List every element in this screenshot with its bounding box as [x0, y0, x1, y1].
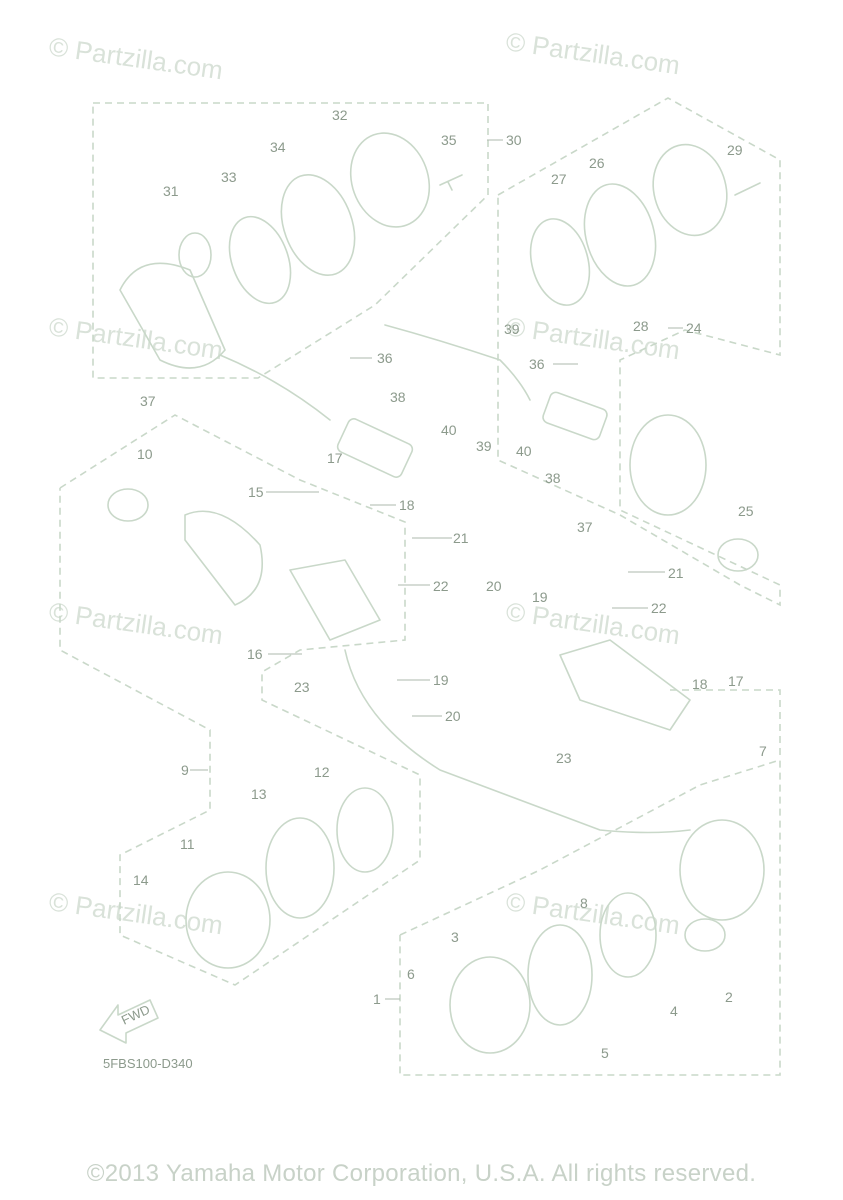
callout: 33 [221, 169, 237, 185]
watermark: © Partzilla.com [47, 886, 225, 940]
rim-28-shape [583, 183, 657, 287]
assembly-24-outline [497, 97, 781, 607]
callout: 23 [294, 679, 310, 695]
callout: 39 [504, 321, 520, 337]
callout: 1 [373, 991, 381, 1007]
bracket-middle-shape [289, 559, 381, 641]
callout: 2 [725, 989, 733, 1005]
part-drawings [107, 132, 765, 1054]
bracket-right-shape [559, 639, 691, 731]
callout: 37 [577, 519, 593, 535]
callout: 16 [247, 646, 263, 662]
wiring-upper [219, 324, 531, 421]
assembly-23-right-outline [670, 689, 781, 760]
callout: 22 [651, 600, 667, 616]
callout: 40 [441, 422, 457, 438]
rim-13-shape [265, 817, 335, 919]
callout: 26 [589, 155, 605, 171]
lens-26-shape [652, 143, 728, 237]
assembly-outlines [59, 97, 781, 1076]
callout: 21 [453, 530, 469, 546]
fwd-arrow: FWD [99, 999, 159, 1044]
watermarks: © Partzilla.com © Partzilla.com © Partzi… [47, 26, 682, 940]
callout: 17 [728, 673, 744, 689]
callout: 13 [251, 786, 267, 802]
stay-38-left-shape [336, 418, 414, 478]
callout: 36 [377, 350, 393, 366]
callout: 19 [532, 589, 548, 605]
callout: 32 [332, 107, 348, 123]
watermark: © Partzilla.com [504, 26, 682, 80]
housing-left-shape [119, 262, 226, 369]
callout: 35 [441, 132, 457, 148]
callout: 29 [727, 142, 743, 158]
bulb-10-shape [107, 488, 149, 522]
callout: 12 [314, 764, 330, 780]
callout: 18 [399, 497, 415, 513]
callout: 3 [451, 929, 459, 945]
bulb-31-shape [178, 232, 212, 278]
drawing-code: 5FBS100-D340 [103, 1056, 193, 1071]
callout: 15 [248, 484, 264, 500]
callout: 37 [140, 393, 156, 409]
copyright-notice: ©2013 Yamaha Motor Corporation, U.S.A. A… [86, 1160, 757, 1187]
lens-11-shape [185, 871, 271, 969]
callout: 19 [433, 672, 449, 688]
gasket-12-shape [336, 787, 394, 873]
fwd-arrow-icon [99, 999, 159, 1044]
callout: 39 [476, 438, 492, 454]
gasket-4-shape [599, 892, 657, 978]
callout: 6 [407, 966, 415, 982]
stay-38-right-shape [542, 391, 608, 441]
screw-35-shape [439, 174, 463, 191]
callout: 38 [545, 470, 561, 486]
housing-right-shape [629, 414, 707, 516]
callout: 27 [551, 171, 567, 187]
callout: 36 [529, 356, 545, 372]
callout: 11 [180, 836, 195, 852]
rim-34-shape [280, 173, 356, 277]
callout: 25 [738, 503, 754, 519]
callout: 18 [692, 676, 708, 692]
callout: 30 [506, 132, 522, 148]
lens-32-shape [349, 132, 431, 228]
watermark: © Partzilla.com [47, 31, 225, 85]
housing-7-shape [679, 819, 765, 921]
callout: 8 [580, 895, 588, 911]
screw-29-shape [734, 182, 761, 196]
callouts: 1 2 3 4 5 6 7 8 9 10 11 12 13 14 15 16 1… [133, 107, 767, 1061]
callout: 20 [445, 708, 461, 724]
callout: 22 [433, 578, 449, 594]
gasket-33-shape [228, 215, 292, 305]
callout: 40 [516, 443, 532, 459]
callout: 10 [137, 446, 153, 462]
rim-5-shape [527, 924, 593, 1026]
watermark: © Partzilla.com [47, 596, 225, 650]
bulb-25-shape [717, 538, 759, 572]
callout: 9 [181, 762, 189, 778]
callout: 17 [327, 450, 343, 466]
wiring-lower [344, 649, 691, 834]
callout: 4 [670, 1003, 678, 1019]
callout: 34 [270, 139, 286, 155]
callout: 23 [556, 750, 572, 766]
callout: 28 [633, 318, 649, 334]
bulb-2-shape [684, 918, 726, 952]
callout: 5 [601, 1045, 609, 1061]
callout: 14 [133, 872, 149, 888]
gasket-27-shape [529, 218, 591, 306]
callout: 20 [486, 578, 502, 594]
leader-lines [190, 139, 683, 1000]
callout: 31 [163, 183, 179, 199]
callout: 38 [390, 389, 406, 405]
callout: 24 [686, 320, 702, 336]
assembly-9-outline [59, 414, 421, 986]
housing-10-shape [184, 510, 264, 606]
callout: 21 [668, 565, 684, 581]
callout: 7 [759, 743, 767, 759]
lens-3-shape [449, 956, 531, 1054]
